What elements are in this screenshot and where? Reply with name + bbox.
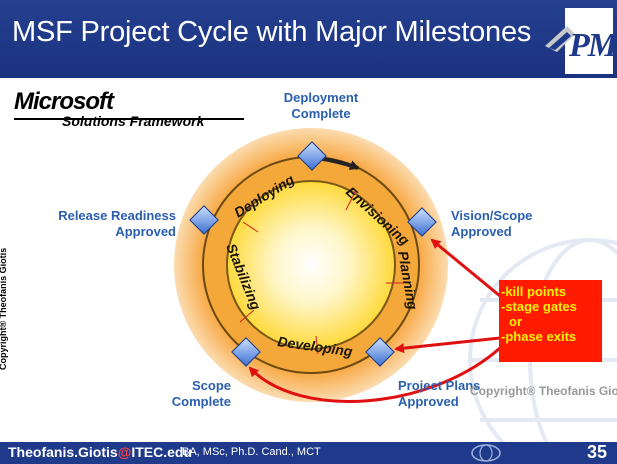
label-scope-complete: Scope Complete xyxy=(171,378,231,409)
pmi-logo-text: PMI xyxy=(568,27,613,64)
gates-callout-box: -kill points -stage gates or -phase exit… xyxy=(499,280,602,362)
slide-number: 35 xyxy=(586,442,607,462)
label-vision-scope-approved: Vision/Scope Approved xyxy=(451,208,533,239)
logo-underline xyxy=(14,118,244,120)
callout-line-kill-points: -kill points xyxy=(501,284,566,299)
milestone-project-plans-diamond xyxy=(365,337,395,367)
footer-email[interactable]: Theofanis.Giotis@ITEC.edu xyxy=(8,444,193,460)
phase-dividers xyxy=(239,189,404,355)
solutions-framework-wordmark: Solutions Framework xyxy=(62,113,205,129)
milestone-deployment-complete-diamond xyxy=(297,141,327,171)
pmi-logo: PMI xyxy=(545,8,613,74)
title-bar: MSF Project Cycle with Major Milestones … xyxy=(0,0,617,78)
label-deployment-complete: Deployment Complete xyxy=(283,90,359,121)
milestone-vision-scope-diamond xyxy=(407,207,437,237)
callout-line-or: or xyxy=(509,314,522,329)
label-project-plans-approved: Project Plans Approved xyxy=(398,378,481,409)
milestone-scope-complete-diamond xyxy=(231,337,261,367)
vertical-copyright: Copyright® Theofanis Giotis xyxy=(0,247,8,370)
microsoft-solutions-framework-logo: Microsoft Solutions Framework xyxy=(14,88,244,129)
microsoft-wordmark: Microsoft xyxy=(14,88,114,115)
footer-globe-icon xyxy=(471,444,501,462)
footer-bar: Theofanis.Giotis@ITEC.edu BA, MSc, Ph.D.… xyxy=(0,442,617,464)
milestone-release-readiness-diamond xyxy=(189,205,219,235)
callout-arrows xyxy=(248,238,501,403)
footer-qualifications: BA, MSc, Ph.D. Cand., MCT xyxy=(182,446,321,458)
label-release-readiness-approved: Release Readiness Approved xyxy=(58,208,176,239)
cycle-center xyxy=(226,180,396,350)
slide-title: MSF Project Cycle with Major Milestones xyxy=(12,16,532,48)
callout-line-stage-gates: -stage gates xyxy=(501,299,577,314)
copyright-watermark: Copyright® Theofanis Giotis xyxy=(470,384,617,398)
callout-line-phase-exits: -phase exits xyxy=(501,329,577,344)
